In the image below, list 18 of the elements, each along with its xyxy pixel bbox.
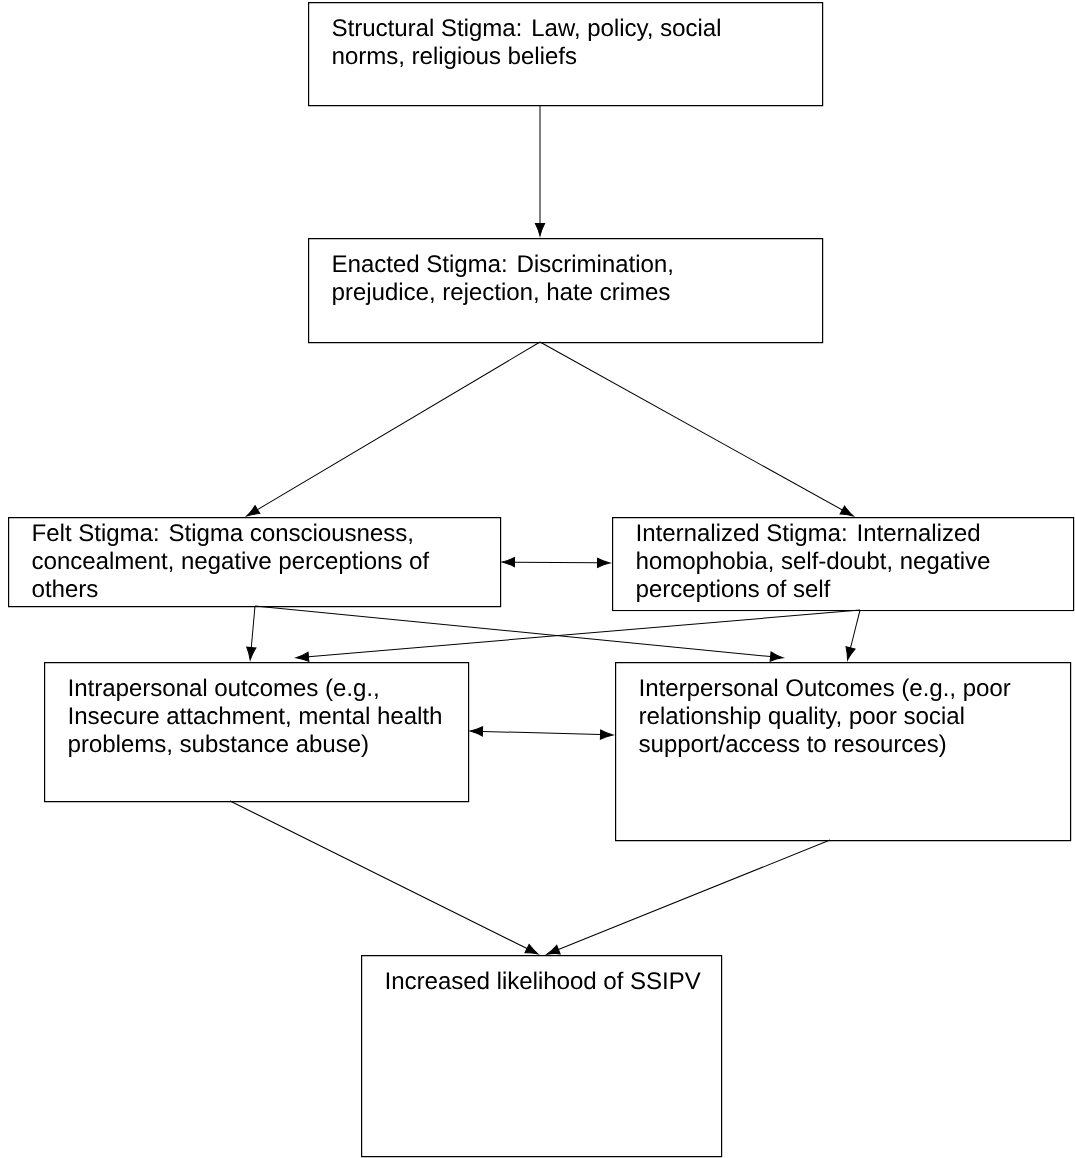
arrow	[546, 839, 831, 955]
text-box: Intrapersonal outcomes (e.g., Insecure attachment, mental health problems, substance abuse)	[44, 662, 470, 803]
arrow	[229, 800, 539, 955]
text-box: Structural Stigma: Law, policy, social norms, religious beliefs	[308, 2, 824, 107]
arrow	[534, 104, 546, 237]
arrow	[469, 726, 614, 740]
arrow	[501, 557, 611, 568]
arrow	[254, 605, 784, 662]
arrow	[246, 341, 541, 517]
text-box: Increased likelihood of SSIPV	[361, 955, 723, 1158]
text-box: Internalized Stigma: Internalized homophobia, self-doubt, negative perceptions of self	[612, 517, 1075, 612]
text-box: Felt Stigma: Stigma consciousness, concealment, negative perceptions of others	[8, 517, 502, 608]
arrow	[845, 609, 861, 661]
arrow	[246, 605, 257, 661]
arrow	[539, 341, 854, 517]
text-box: Interpersonal Outcomes (e.g., poor relationship quality, poor social support/access to resources)	[615, 662, 1072, 842]
arrow	[295, 609, 861, 662]
text-box: Enacted Stigma: Discrimination, prejudice, rejection, hate crimes	[308, 238, 824, 344]
